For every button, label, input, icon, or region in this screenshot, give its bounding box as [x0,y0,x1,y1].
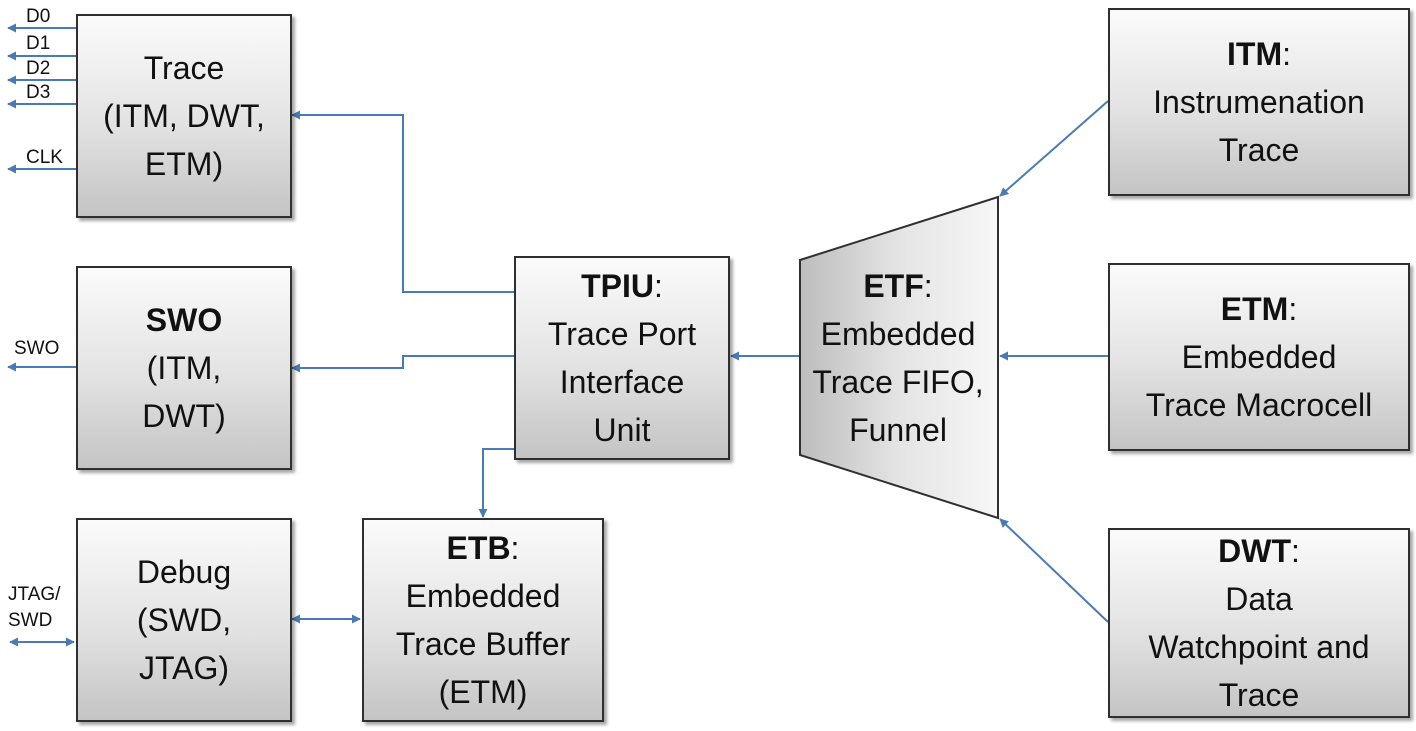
itm-title-colon: : [1282,36,1291,72]
signal-jtag-line1: JTAG/ [8,584,61,605]
tpiu-title-colon: : [654,268,663,304]
signal-clk: CLK [26,147,63,168]
swo-title: SWO [145,302,223,338]
swo-line-1: (ITM, [146,350,222,386]
signal-d3: D3 [26,82,51,103]
debug-line-3: JTAG) [138,650,230,686]
trace-block: Trace (ITM, DWT, ETM) [76,14,292,218]
swo-line-2: DWT) [142,398,226,434]
itm-block: ITM: Instrumenation Trace [1108,8,1410,196]
debug-line-1: Debug [136,554,232,590]
wire-dwt-etf [999,518,1109,623]
wire-tpiu-trace [291,110,514,293]
etf-line-2: Trace FIFO, [812,364,984,400]
tpiu-line-2: Interface [559,364,685,400]
etm-line-1: Embedded [1181,339,1337,375]
etb-title-colon: : [510,530,520,566]
dwt-title: DWT [1218,533,1291,569]
trace-line-2: (ITM, DWT, [103,98,265,134]
dwt-title-colon: : [1290,533,1300,569]
etb-line-3: (ETM) [438,674,528,710]
tpiu-title: TPIU [581,268,654,304]
wire-tpiu-etb [478,448,514,518]
etb-title: ETB [446,530,511,566]
debug-block: Debug (SWD, JTAG) [76,518,292,722]
swo-block: SWO (ITM, DWT) [76,266,292,470]
etf-title: ETF [863,268,924,304]
signal-jtag: JTAG/ SWD [8,584,60,632]
dwt-line-1: Data [1225,581,1293,617]
itm-title: ITM [1227,36,1283,72]
dwt-line-3: Trace [1218,677,1300,713]
etf-line-1: Embedded [820,316,976,352]
etb-line-2: Trace Buffer [395,626,571,662]
tpiu-line-3: Unit [593,412,651,448]
itm-line-2: Trace [1218,132,1300,168]
signal-d2: D2 [26,58,51,79]
dwt-line-2: Watchpoint and [1148,629,1370,665]
signal-d1: D1 [26,33,51,54]
etm-title-colon: : [1288,291,1298,327]
signal-d0: D0 [26,6,51,27]
etm-title: ETM [1220,291,1289,327]
tpiu-line-1: Trace Port [547,316,697,352]
tpiu-block: TPIU: Trace Port Interface Unit [514,256,730,460]
etb-block: ETB: Embedded Trace Buffer (ETM) [362,518,604,722]
itm-line-1: Instrumenation [1153,84,1365,120]
trace-line-1: Trace [143,50,225,86]
etf-title-colon: : [923,268,933,304]
etm-line-2: Trace Macrocell [1145,387,1373,423]
trace-line-3: ETM) [144,146,224,182]
signal-jtag-line2: SWD [8,610,53,631]
etf-funnel-shape [799,195,999,520]
wire-itm-etf [999,100,1109,197]
etb-line-1: Embedded [405,578,561,614]
dwt-block: DWT: Data Watchpoint and Trace [1108,528,1410,718]
etm-block: ETM: Embedded Trace Macrocell [1108,263,1410,451]
etf-line-3: Funnel [849,412,947,448]
signal-swo: SWO [14,338,60,359]
etf-block: ETF: Embedded Trace FIFO, Funnel [800,262,996,454]
debug-line-2: (SWD, [136,602,232,638]
wire-tpiu-swo [291,355,514,373]
